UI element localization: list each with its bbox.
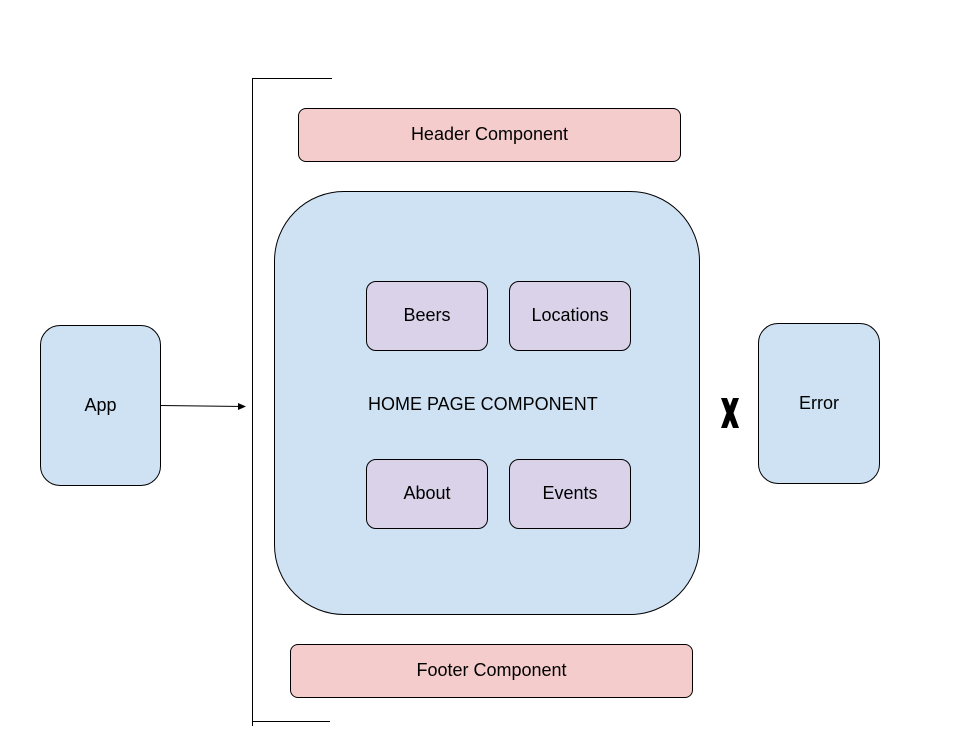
footer-component-label: Footer Component (416, 660, 567, 681)
header-component-label: Header Component (410, 124, 569, 145)
beers-label: Beers (403, 305, 451, 326)
home-page-component-label: HOME PAGE COMPONENT (368, 394, 598, 414)
app-node-label: App (84, 394, 117, 415)
home-page-component-node (274, 191, 700, 615)
error-node-label: Error (799, 392, 839, 413)
beers-node: Beers (366, 281, 488, 351)
footer-component-node: Footer Component (290, 644, 693, 698)
events-label: Events (542, 483, 598, 504)
events-node: Events (509, 459, 631, 529)
header-component-node: Header Component (298, 108, 681, 162)
app-arrow-connector (160, 403, 246, 410)
bracket-top-tick (252, 78, 332, 79)
bracket-bottom-tick (252, 721, 330, 722)
locations-label: Locations (531, 305, 609, 326)
blocked-connector-x-icon (721, 398, 739, 428)
about-node: About (366, 459, 488, 529)
bracket-vertical-line (252, 78, 253, 726)
locations-node: Locations (509, 281, 631, 351)
app-node: App (40, 325, 161, 486)
about-label: About (403, 483, 451, 504)
error-node: Error (758, 323, 880, 484)
